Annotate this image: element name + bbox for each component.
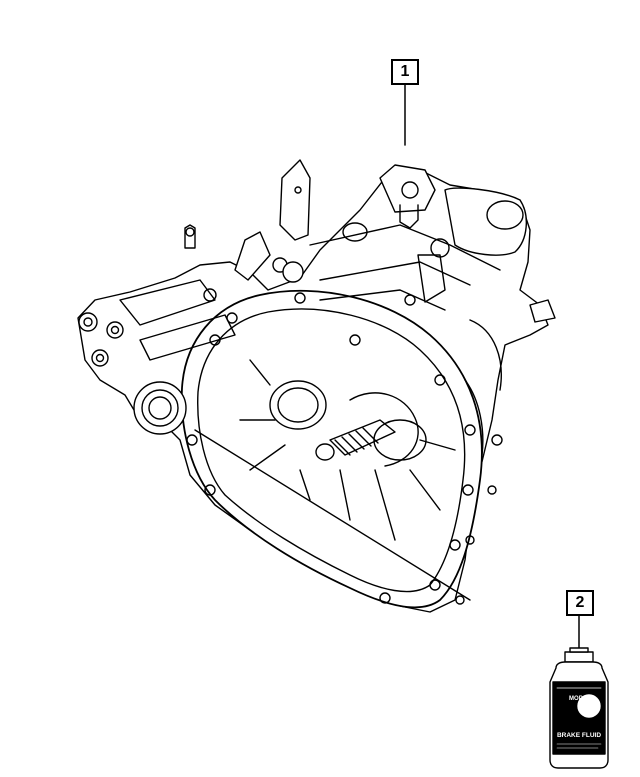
bottle-brand-text: MOPAR: [569, 696, 592, 702]
callout-label-1: 1: [391, 59, 419, 85]
fluid-bottle: MOPAR BRAKE FLUID: [549, 647, 609, 769]
transaxle-assembly: [77, 159, 556, 613]
callout-label-2: 2: [566, 590, 594, 616]
bottle-product-text: BRAKE FLUID: [557, 732, 601, 739]
